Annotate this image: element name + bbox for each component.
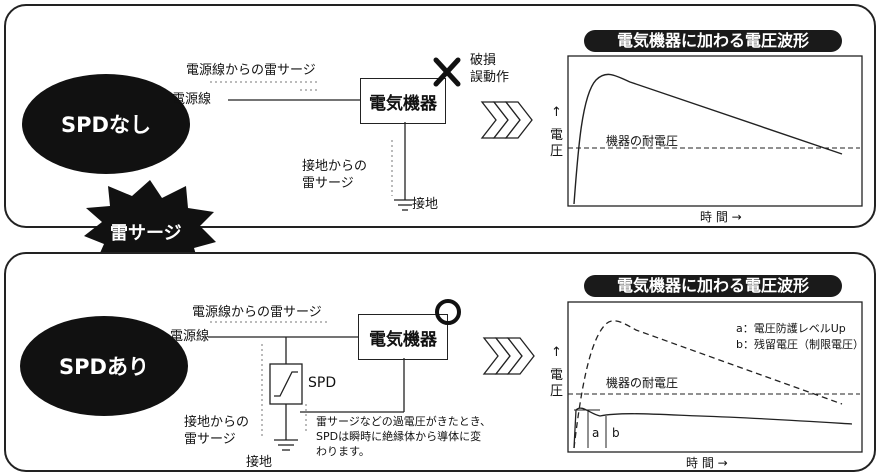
spd-note: 雷サージなどの過電圧がきたとき、 SPDは瞬時に絶縁体から導体に変 わります。 — [316, 415, 492, 458]
graph-title-bottom: 電気機器に加わる電圧波形 — [584, 275, 842, 297]
device-box-bottom: 電気機器 — [358, 314, 448, 360]
label-without-spd-text: SPDなし — [61, 113, 151, 137]
x-axis-label-top: 時 間 → — [700, 210, 742, 224]
y-arrow-icon-top: ↑ — [551, 105, 562, 120]
ground-surge-label-top: 接地からの 雷サージ — [302, 159, 368, 191]
legend-a: a：電圧防護レベルUp — [736, 322, 846, 335]
spd-label: SPD — [308, 375, 337, 391]
device-box-top: 電気機器 — [360, 78, 446, 124]
label-with-spd: SPDあり — [20, 316, 188, 416]
device-label-bottom: 電気機器 — [369, 329, 437, 350]
label-without-spd: SPDなし — [22, 74, 190, 174]
x-axis-label-bottom: 時 間 → — [686, 456, 728, 470]
y-axis-label-top: 電 圧 — [550, 128, 564, 159]
legend-b: b：残留電圧（制限電圧） — [736, 338, 864, 351]
device-label-top: 電気機器 — [369, 93, 437, 114]
ground-surge-label-bottom: 接地からの 雷サージ — [184, 415, 250, 447]
ground-label-top: 接地 — [412, 197, 439, 212]
y-axis-label-bottom: 電 圧 — [550, 368, 564, 399]
mark-a: a — [592, 426, 600, 440]
label-with-spd-text: SPDあり — [59, 355, 149, 379]
withstand-label-top: 機器の耐電圧 — [606, 134, 679, 148]
y-arrow-icon-bottom: ↑ — [551, 345, 562, 360]
mark-b: b — [612, 426, 620, 440]
power-line-label: 電源線 — [172, 92, 212, 107]
surge-from-power-line-label: 電源線からの雷サージ — [186, 63, 316, 78]
graph-title-top: 電気機器に加わる電圧波形 — [584, 30, 842, 52]
power-line-label-bottom: 電源線 — [170, 329, 210, 344]
ground-label-bottom: 接地 — [246, 455, 273, 470]
surge-from-power-line-label-bottom: 電源線からの雷サージ — [192, 305, 322, 320]
withstand-label-bottom: 機器の耐電圧 — [606, 376, 679, 390]
burst-label: 雷サージ — [110, 223, 182, 244]
damage-label: 破損 誤動作 — [470, 53, 510, 85]
